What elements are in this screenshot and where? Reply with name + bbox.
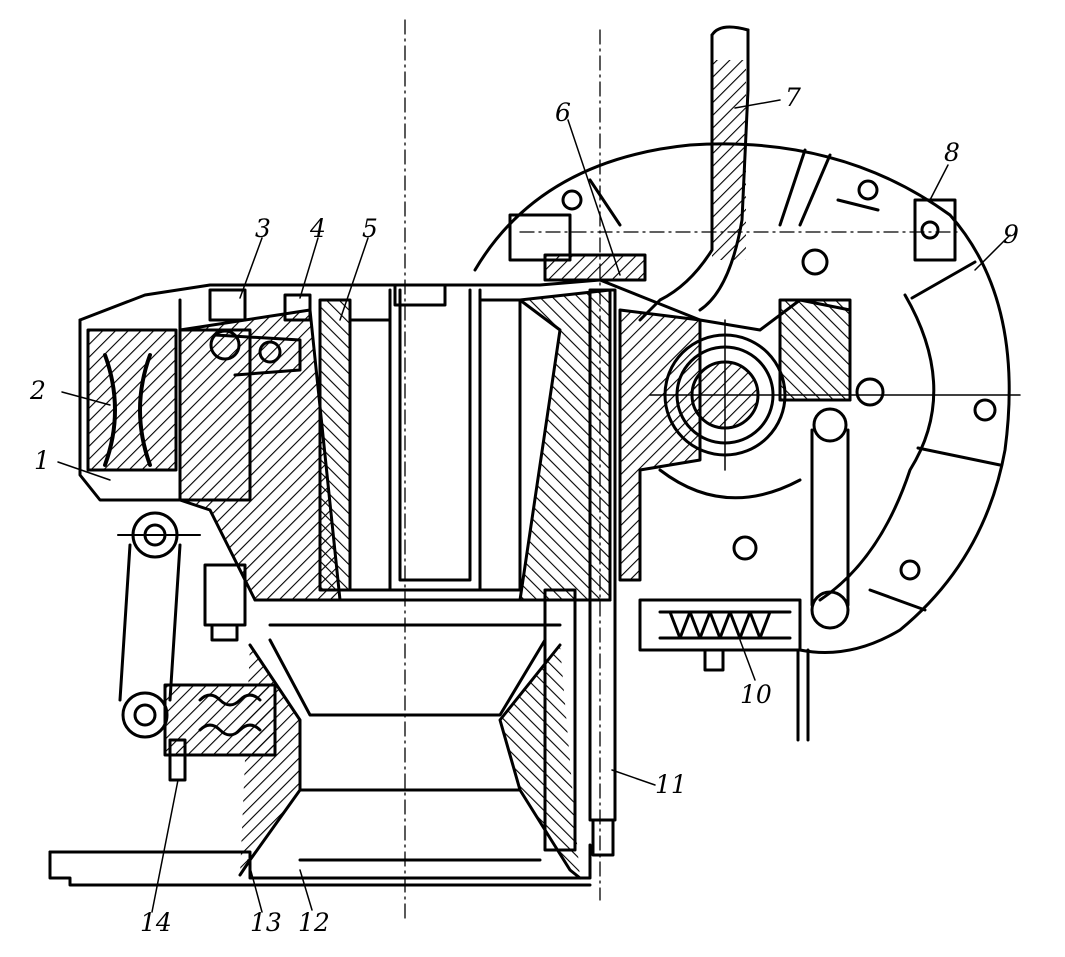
bolt-13 bbox=[203, 563, 247, 642]
lower-cone bbox=[238, 588, 582, 880]
left-link bbox=[117, 511, 201, 739]
vertical-rod bbox=[588, 288, 617, 857]
callout-label-13: 13 bbox=[250, 908, 282, 937]
link-pivot bbox=[208, 288, 312, 377]
callout-label-8: 8 bbox=[944, 138, 960, 167]
inner-sleeve bbox=[318, 283, 522, 592]
callout-label-2: 2 bbox=[30, 376, 46, 405]
callout-label-9: 9 bbox=[1003, 220, 1019, 249]
callout-label-3: 3 bbox=[255, 214, 271, 243]
base-plate bbox=[48, 843, 592, 887]
spring-assembly bbox=[163, 683, 277, 782]
gear-shaft bbox=[649, 319, 1021, 500]
right-link bbox=[778, 248, 885, 742]
bracket-block bbox=[913, 198, 957, 262]
callout-label-4: 4 bbox=[310, 214, 326, 243]
bolt-6 bbox=[508, 213, 647, 282]
main-housing bbox=[78, 278, 852, 627]
callout-label-11: 11 bbox=[655, 770, 687, 799]
pin bbox=[732, 535, 758, 561]
spring-cylinder bbox=[638, 598, 802, 672]
callout-label-12: 12 bbox=[298, 908, 330, 937]
center-axes bbox=[404, 19, 961, 921]
callout-label-1: 1 bbox=[34, 446, 50, 475]
leader-lines bbox=[57, 99, 1011, 913]
handwheel-disc bbox=[473, 142, 1011, 654]
callout-label-6: 6 bbox=[555, 98, 571, 127]
callout-label-5: 5 bbox=[362, 214, 378, 243]
callout-label-14: 14 bbox=[140, 908, 172, 937]
lever-arm bbox=[638, 25, 750, 322]
callout-label-10: 10 bbox=[740, 680, 772, 709]
callout-label-7: 7 bbox=[785, 83, 801, 112]
